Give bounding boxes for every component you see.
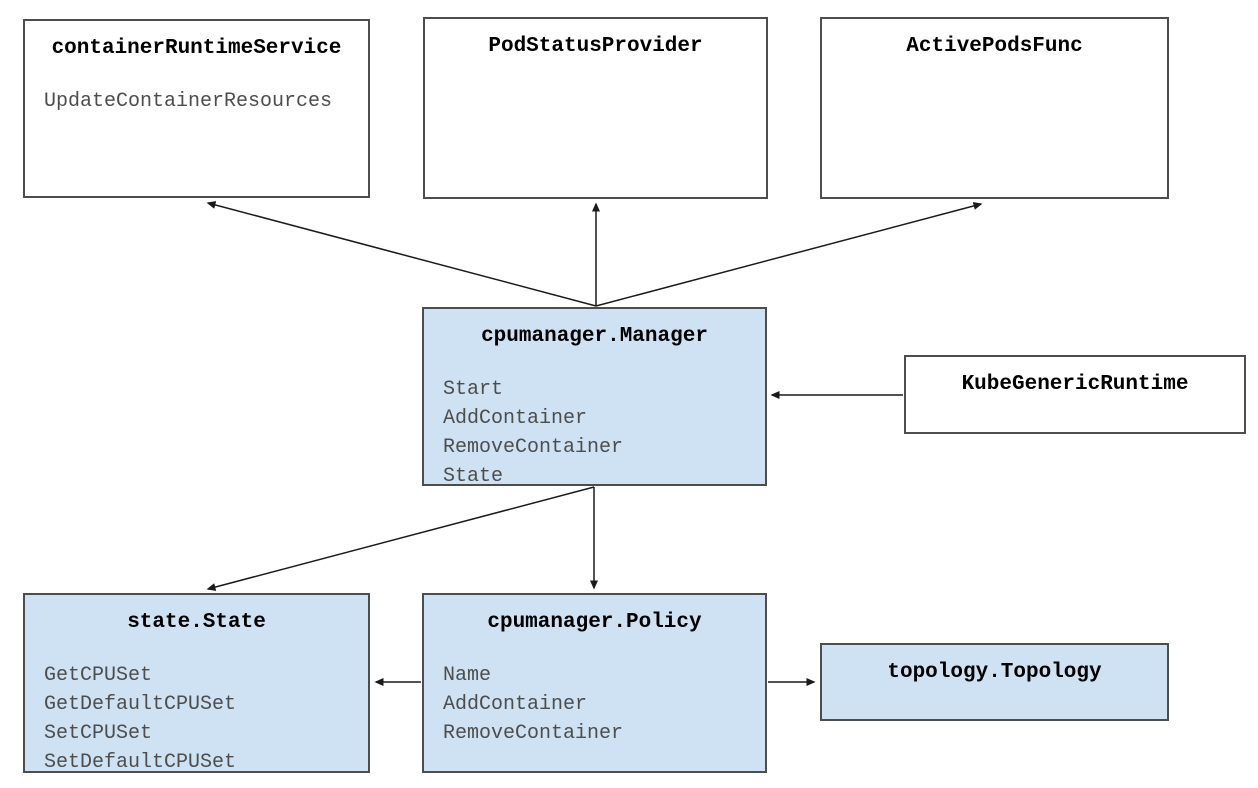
node-cpumanager-policy: cpumanager.Policy Name AddContainer Remo… — [422, 593, 767, 773]
node-methods: Name AddContainer RemoveContainer — [443, 664, 624, 745]
node-title: topology.Topology — [887, 661, 1102, 684]
node-title: containerRuntimeService — [51, 37, 342, 60]
node-methods: GetCPUSet GetDefaultCPUSet SetCPUSet Set… — [44, 664, 237, 774]
edge-manager-to-container-runtime-service — [206, 201, 597, 307]
node-title: KubeGenericRuntime — [961, 373, 1189, 396]
node-title: PodStatusProvider — [488, 35, 703, 58]
node-pod-status-provider: PodStatusProvider — [423, 17, 768, 199]
node-methods: UpdateContainerResources — [44, 90, 333, 113]
node-cpumanager-manager: cpumanager.Manager Start AddContainer Re… — [422, 307, 767, 488]
node-title: cpumanager.Manager — [481, 325, 708, 348]
node-active-pods-func: ActivePodsFunc — [820, 17, 1169, 199]
node-container-runtime-service: containerRuntimeService UpdateContainerR… — [23, 19, 370, 198]
node-kube-generic-runtime: KubeGenericRuntime — [904, 355, 1246, 434]
edge-manager-to-state — [206, 486, 595, 591]
edge-manager-to-active-pods-func — [595, 202, 983, 307]
node-topology-topology: topology.Topology — [820, 643, 1169, 721]
node-title: ActivePodsFunc — [906, 35, 1083, 58]
node-title: state.State — [127, 611, 266, 634]
node-methods: Start AddContainer RemoveContainer State — [443, 378, 624, 488]
node-title: cpumanager.Policy — [487, 611, 702, 634]
node-state-state: state.State GetCPUSet GetDefaultCPUSet S… — [23, 593, 370, 774]
